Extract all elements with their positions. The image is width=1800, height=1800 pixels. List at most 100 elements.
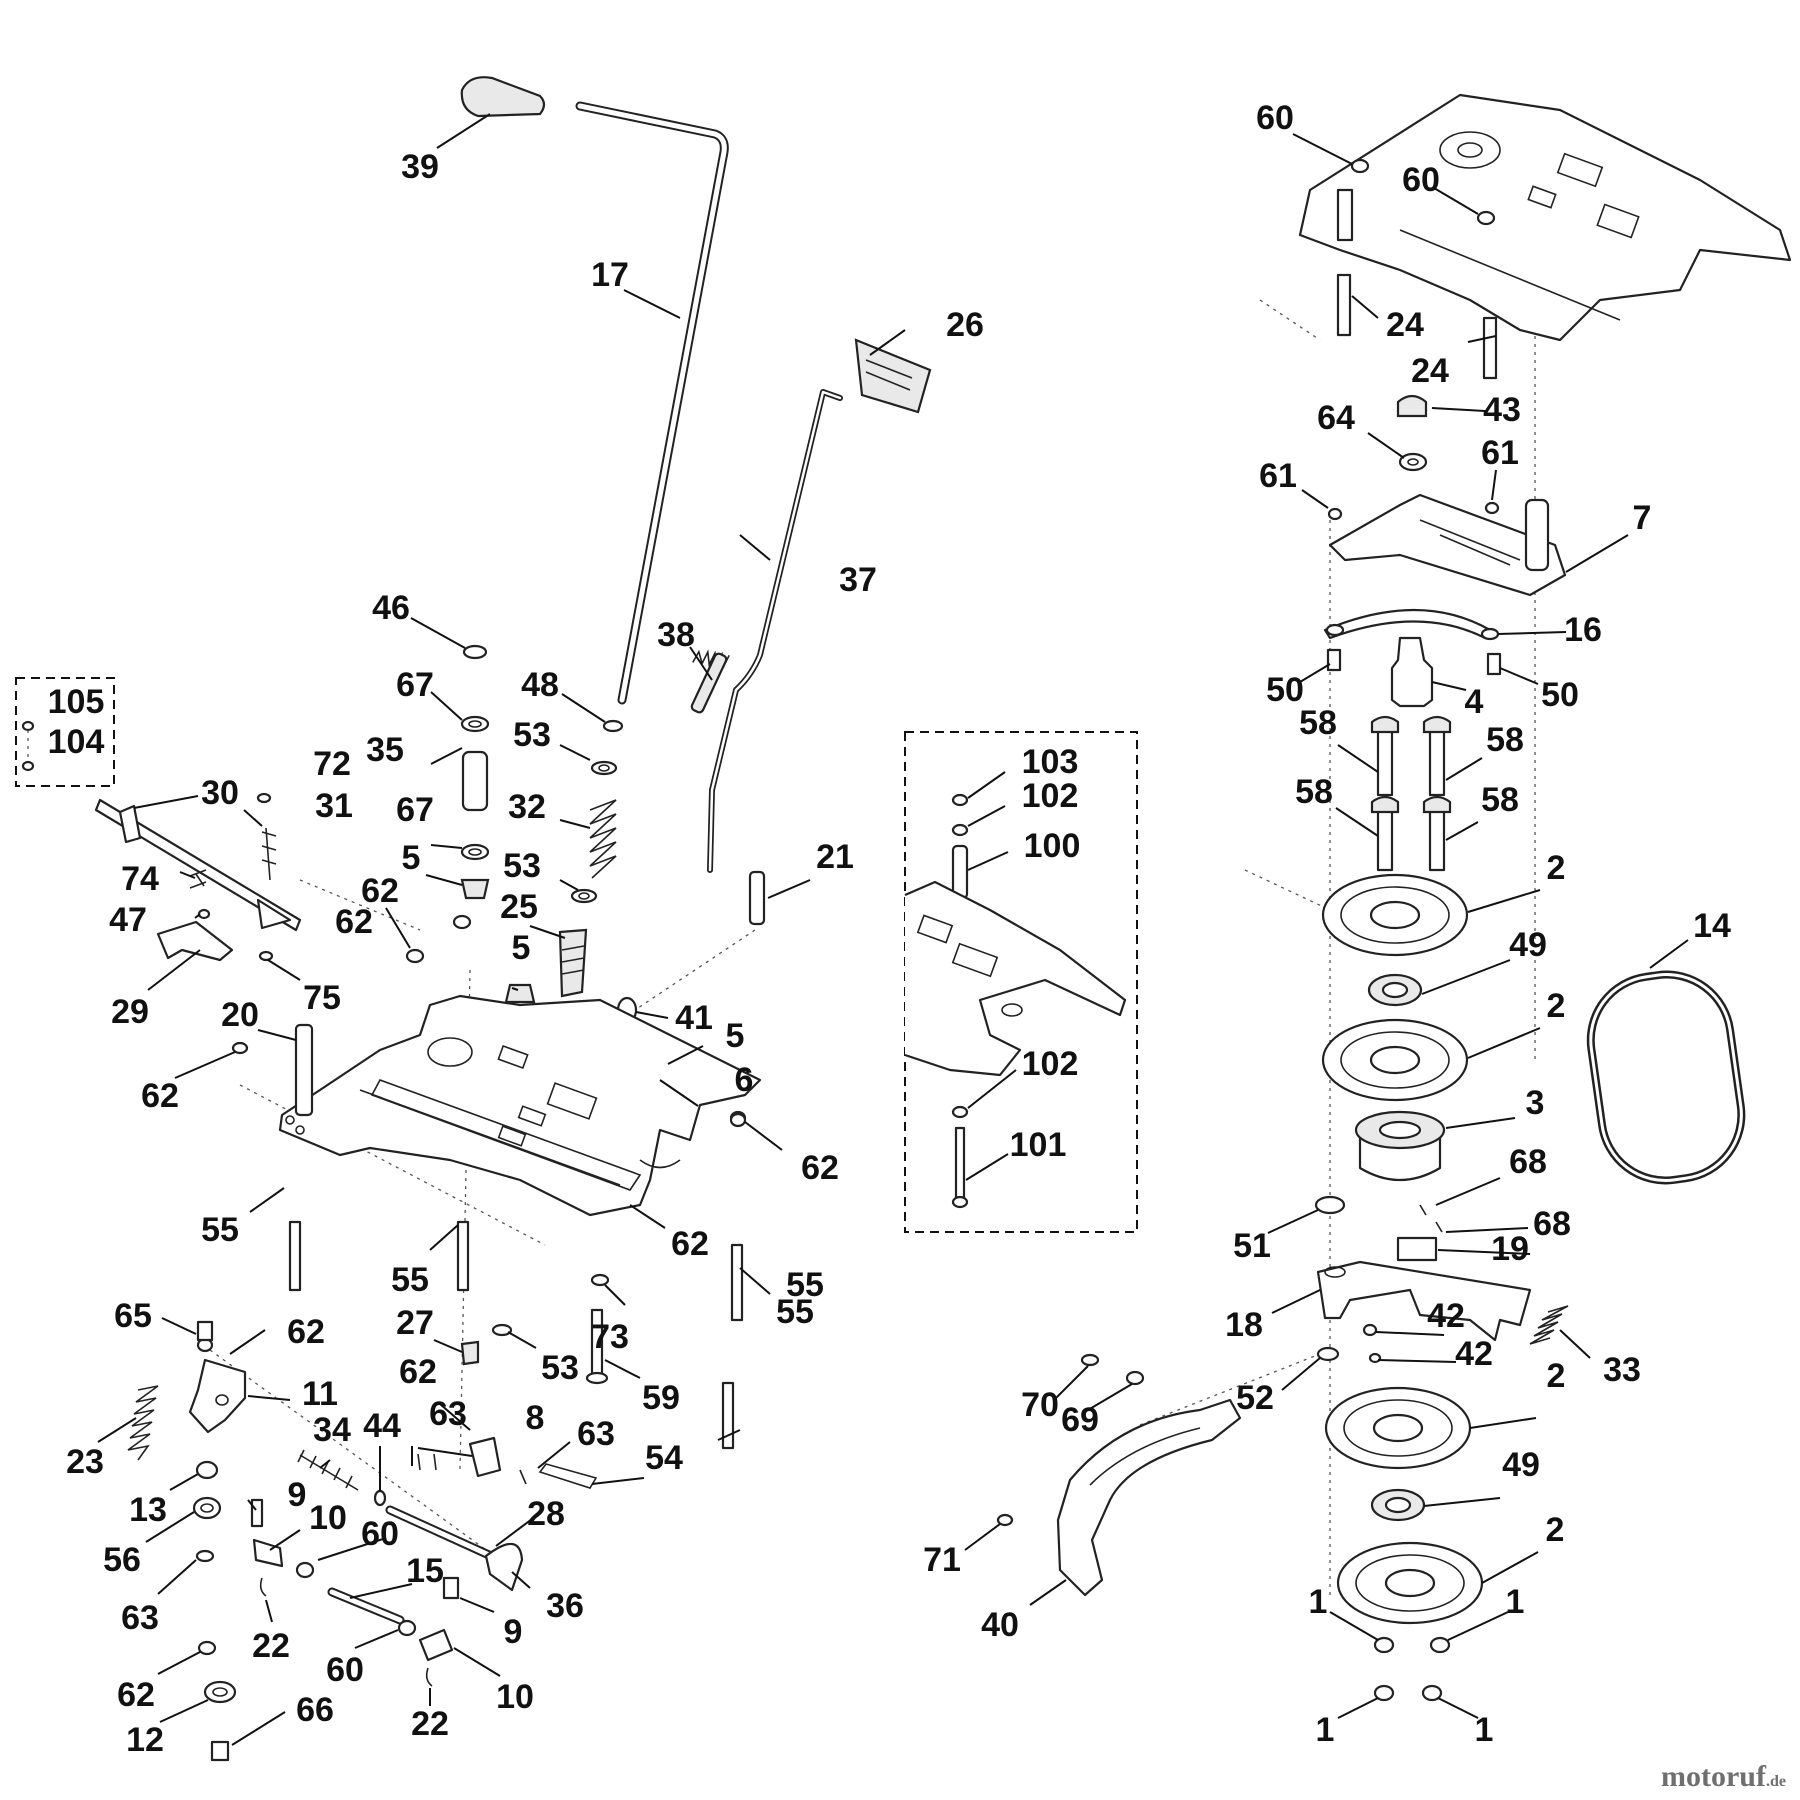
callout-label-5: 5 bbox=[402, 839, 421, 877]
callout-label-63: 63 bbox=[577, 1415, 615, 1453]
callout-label-63: 63 bbox=[429, 1395, 467, 1433]
callout-label-61: 61 bbox=[1481, 434, 1519, 472]
callout-label-10: 10 bbox=[309, 1499, 347, 1537]
pedal-rod-37 bbox=[707, 389, 843, 873]
callout-label-29: 29 bbox=[111, 993, 149, 1031]
watermark-brand: motoruf bbox=[1661, 1760, 1766, 1793]
callout-label-10: 10 bbox=[496, 1678, 534, 1716]
callout-label-1: 1 bbox=[1475, 1711, 1494, 1749]
callout-label-104: 104 bbox=[48, 723, 105, 761]
callout-label-8: 8 bbox=[526, 1399, 545, 1437]
lower-left-parts bbox=[127, 1220, 744, 1762]
callout-label-102: 102 bbox=[1022, 777, 1079, 815]
callout-label-37: 37 bbox=[839, 561, 877, 599]
callout-label-1: 1 bbox=[1316, 1711, 1335, 1749]
watermark-suffix: .de bbox=[1766, 1773, 1786, 1790]
callout-label-62: 62 bbox=[361, 872, 399, 910]
detail-box-100-103 bbox=[904, 731, 1138, 1233]
callout-label-12: 12 bbox=[126, 1721, 164, 1759]
callout-label-53: 53 bbox=[513, 716, 551, 754]
callout-label-58: 58 bbox=[1299, 704, 1337, 742]
callout-label-42: 42 bbox=[1455, 1335, 1493, 1373]
callout-label-54: 54 bbox=[645, 1439, 683, 1477]
callout-label-17: 17 bbox=[591, 256, 629, 294]
callout-label-7: 7 bbox=[1633, 499, 1652, 537]
callout-label-63: 63 bbox=[121, 1599, 159, 1637]
callout-label-22: 22 bbox=[411, 1705, 449, 1743]
callout-label-49: 49 bbox=[1502, 1446, 1540, 1484]
callout-label-24: 24 bbox=[1411, 352, 1449, 390]
callout-label-19: 19 bbox=[1491, 1230, 1529, 1268]
callout-label-34: 34 bbox=[313, 1411, 351, 1449]
callout-label-44: 44 bbox=[363, 1407, 401, 1445]
callout-label-64: 64 bbox=[1317, 399, 1355, 437]
callout-label-41: 41 bbox=[675, 999, 713, 1037]
callout-label-49: 49 bbox=[1509, 926, 1547, 964]
callout-label-32: 32 bbox=[508, 788, 546, 826]
belt-14 bbox=[1586, 970, 1746, 1185]
callout-label-101: 101 bbox=[1010, 1126, 1067, 1164]
callout-label-31: 31 bbox=[315, 787, 353, 825]
callout-label-51: 51 bbox=[1233, 1227, 1271, 1265]
callout-label-38: 38 bbox=[657, 616, 695, 654]
callout-label-40: 40 bbox=[981, 1606, 1019, 1644]
callout-label-55: 55 bbox=[786, 1266, 824, 1304]
callout-label-4: 4 bbox=[1465, 683, 1484, 721]
callout-label-59: 59 bbox=[642, 1379, 680, 1417]
main-plate-6 bbox=[231, 994, 762, 1217]
callout-label-11: 11 bbox=[302, 1375, 338, 1413]
callout-label-48: 48 bbox=[521, 666, 559, 704]
callout-label-2: 2 bbox=[1547, 987, 1566, 1025]
callout-label-60: 60 bbox=[1402, 161, 1440, 199]
callout-label-2: 2 bbox=[1546, 1511, 1565, 1549]
callout-label-58: 58 bbox=[1295, 773, 1333, 811]
callout-label-42: 42 bbox=[1427, 1297, 1465, 1335]
callout-label-102: 102 bbox=[1022, 1045, 1079, 1083]
callout-label-71: 71 bbox=[923, 1541, 961, 1579]
upper-plate bbox=[1298, 93, 1792, 521]
callout-label-30: 30 bbox=[201, 774, 239, 812]
callout-label-61: 61 bbox=[1259, 457, 1297, 495]
callout-label-1: 1 bbox=[1506, 1583, 1525, 1621]
callout-label-13: 13 bbox=[129, 1491, 167, 1529]
callout-label-62: 62 bbox=[399, 1353, 437, 1391]
callout-label-28: 28 bbox=[527, 1495, 565, 1533]
callout-label-2: 2 bbox=[1547, 1357, 1566, 1395]
callout-label-68: 68 bbox=[1533, 1205, 1571, 1243]
callout-label-46: 46 bbox=[372, 589, 410, 627]
callout-label-58: 58 bbox=[1486, 721, 1524, 759]
callout-label-69: 69 bbox=[1061, 1401, 1099, 1439]
callout-label-55: 55 bbox=[201, 1211, 239, 1249]
callout-label-9: 9 bbox=[504, 1613, 523, 1651]
callout-label-14: 14 bbox=[1693, 907, 1731, 945]
callout-label-2: 2 bbox=[1547, 849, 1566, 887]
callout-label-55: 55 bbox=[776, 1293, 814, 1331]
callout-label-33: 33 bbox=[1603, 1351, 1641, 1389]
callout-label-62: 62 bbox=[801, 1149, 839, 1187]
callout-label-20: 20 bbox=[221, 996, 259, 1034]
callout-label-22: 22 bbox=[252, 1627, 290, 1665]
lever-rod-17 bbox=[575, 101, 729, 705]
callout-label-50: 50 bbox=[1541, 676, 1579, 714]
callout-label-5: 5 bbox=[512, 929, 531, 967]
callout-label-60: 60 bbox=[326, 1651, 364, 1689]
callout-label-36: 36 bbox=[546, 1587, 584, 1625]
callout-label-62: 62 bbox=[335, 903, 373, 941]
callout-label-66: 66 bbox=[296, 1691, 334, 1729]
spring-38 bbox=[690, 649, 730, 714]
assembly-centerlines bbox=[209, 299, 1536, 1600]
callout-label-23: 23 bbox=[66, 1443, 104, 1481]
callout-label-50: 50 bbox=[1266, 671, 1304, 709]
callout-label-53: 53 bbox=[541, 1349, 579, 1387]
callout-label-39: 39 bbox=[401, 148, 439, 186]
callout-label-73: 73 bbox=[591, 1318, 629, 1356]
detail-box-105-104 bbox=[15, 677, 115, 787]
callout-label-15: 15 bbox=[406, 1552, 444, 1590]
callout-label-35: 35 bbox=[366, 731, 404, 769]
callout-label-55: 55 bbox=[391, 1261, 429, 1299]
linkage-30-29 bbox=[94, 792, 302, 962]
callout-label-52: 52 bbox=[1236, 1379, 1274, 1417]
callout-label-24: 24 bbox=[1386, 306, 1424, 344]
